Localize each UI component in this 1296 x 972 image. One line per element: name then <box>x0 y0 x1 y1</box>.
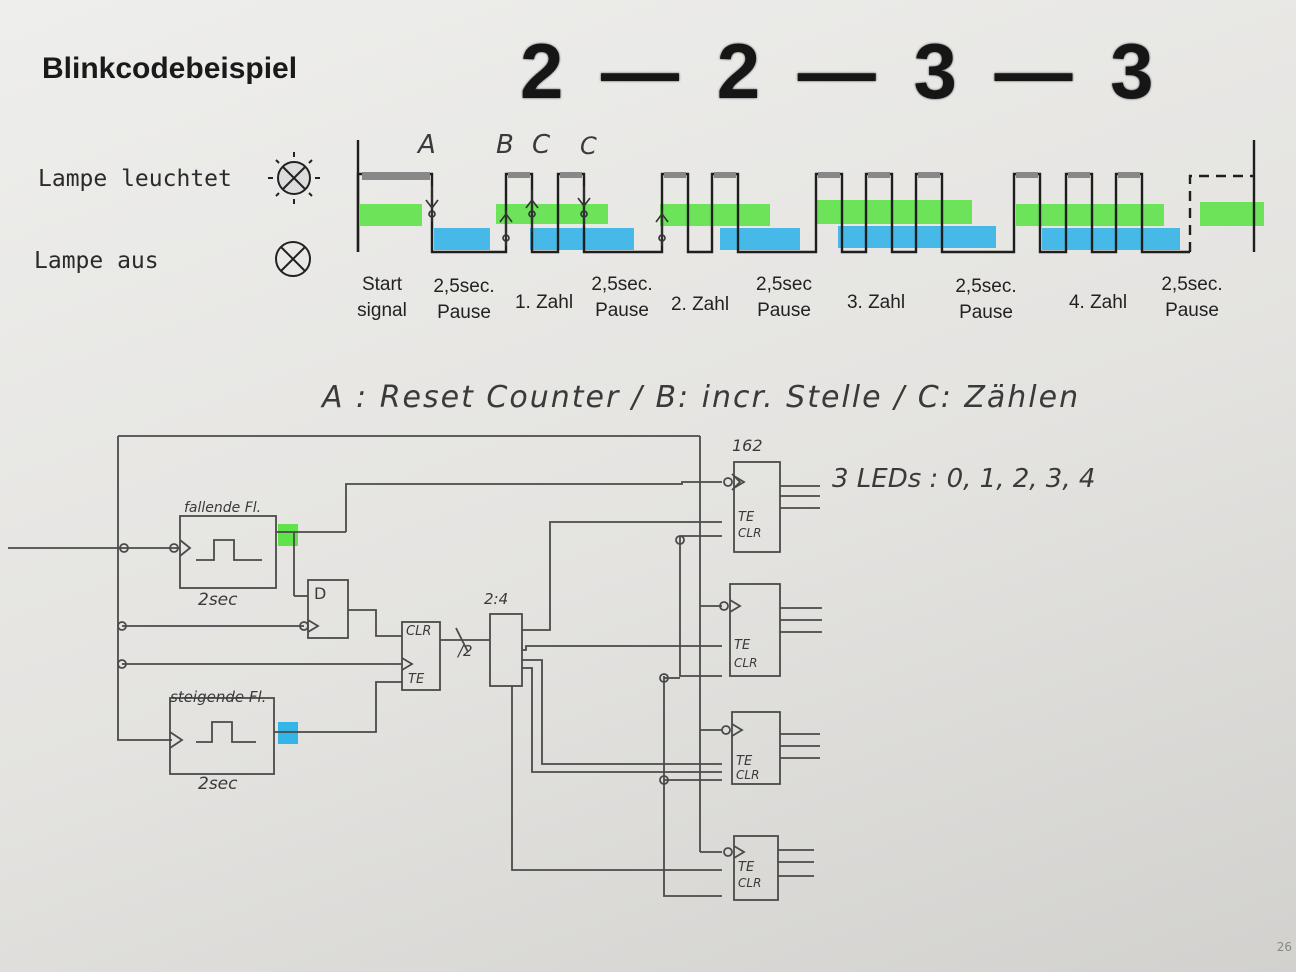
te-label: TE <box>738 860 755 875</box>
timeline-label: 2,5sec.Pause <box>591 274 653 321</box>
timeline-label: 2. Zahl <box>670 294 730 315</box>
timeline-label: 3. Zahl <box>846 292 906 313</box>
te-label: TE <box>736 754 753 769</box>
clr-label: CLR <box>738 876 762 890</box>
falling-timer-label: 2sec <box>198 590 238 610</box>
green-band <box>1016 204 1164 226</box>
clr-label: CLR <box>738 526 762 540</box>
te-label: TE <box>738 510 755 525</box>
chip-label: 162 <box>732 436 763 455</box>
rising-edge-label: steigende Fl. <box>170 688 267 706</box>
leds-note: 3 LEDs : 0, 1, 2, 3, 4 <box>832 464 1096 494</box>
counter-clr-label: CLR <box>406 624 432 639</box>
blue-band <box>434 228 490 250</box>
legend-lamp-on: Lampe leuchtet <box>38 166 232 192</box>
lamp-on-icon <box>268 152 320 204</box>
marker-c: C <box>580 132 597 160</box>
falling-edge-label: fallende Fl. <box>184 500 262 516</box>
page-number: 26 <box>1276 940 1292 954</box>
marker-a: A <box>418 130 436 160</box>
blink-code-display: 2 — 2 — 3 — 3 <box>520 27 1162 115</box>
timeline-label: 2,5sec.Pause <box>955 276 1017 323</box>
marker-b: B <box>496 130 514 160</box>
page-title: Blinkcodebeispiel <box>42 52 298 85</box>
legend-handwritten: A : Reset Counter / B: incr. Stelle / C:… <box>322 380 1081 415</box>
falling-edge-timer <box>179 515 277 589</box>
timeline-label: 4. Zahl <box>1068 292 1128 313</box>
counter-te-label: TE <box>408 672 425 687</box>
blue-band <box>720 228 800 250</box>
falling-output-marker <box>278 524 298 546</box>
rising-timer-label: 2sec <box>198 774 238 794</box>
legend-lamp-off: Lampe aus <box>34 248 159 274</box>
decoder-label: 2:4 <box>484 590 509 608</box>
dff-label: D <box>314 584 327 603</box>
blue-band <box>530 228 634 250</box>
timeline-label: 2,5sec.Pause <box>1161 274 1223 321</box>
clr-label: CLR <box>736 768 760 782</box>
rising-edge-timer <box>169 697 275 775</box>
rising-output-marker <box>278 722 298 744</box>
lamp-off-icon <box>275 241 311 277</box>
green-band <box>816 200 972 224</box>
te-label: TE <box>734 638 751 653</box>
counter-block <box>401 621 441 691</box>
decoder-block <box>489 613 523 687</box>
blue-band <box>1042 228 1180 250</box>
led-counter-4 <box>723 835 814 901</box>
green-band <box>496 204 608 224</box>
clr-label: CLR <box>734 656 758 670</box>
d-flip-flop <box>307 579 349 639</box>
timeline-chart <box>356 140 1264 254</box>
divider-label: /2 <box>458 642 473 660</box>
timeline-label: 1. Zahl <box>514 292 574 313</box>
green-band <box>360 204 422 226</box>
marker-c: C <box>532 130 551 160</box>
circuit-diagram <box>8 435 822 901</box>
green-band <box>660 204 770 226</box>
timeline-label: 2,5sec.Pause <box>433 276 495 323</box>
led-counter-1 <box>733 461 820 553</box>
led-counter-2 <box>719 583 822 677</box>
led-counter-3 <box>721 711 820 785</box>
